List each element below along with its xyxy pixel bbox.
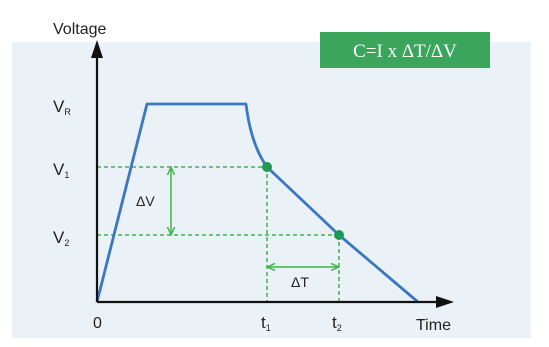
formula-box bbox=[320, 32, 490, 68]
x-tick-label-t1: t1 bbox=[261, 313, 271, 333]
point-v1-t1 bbox=[262, 162, 272, 172]
x-axis-arrow bbox=[436, 296, 454, 308]
y-tick-label-vr: VR bbox=[53, 97, 71, 117]
point-v2-t2 bbox=[334, 230, 344, 240]
x-tick-label-t2: t2 bbox=[332, 313, 342, 333]
guide-lines bbox=[97, 166, 340, 302]
y-axis-arrow bbox=[91, 40, 103, 58]
axes bbox=[91, 40, 454, 308]
delta-v-label: ΔV bbox=[136, 193, 155, 209]
chart-panel bbox=[12, 42, 531, 338]
y-tick-label-v2: V2 bbox=[53, 228, 69, 248]
formula-text: C=I x ΔT/ΔV bbox=[353, 41, 457, 62]
origin-label: 0 bbox=[93, 315, 102, 332]
y-tick-label-v1: V1 bbox=[53, 160, 69, 180]
y-axis-label: Voltage bbox=[53, 21, 106, 38]
delta-t-label: ΔT bbox=[291, 274, 309, 290]
x-axis-label: Time bbox=[416, 317, 451, 334]
